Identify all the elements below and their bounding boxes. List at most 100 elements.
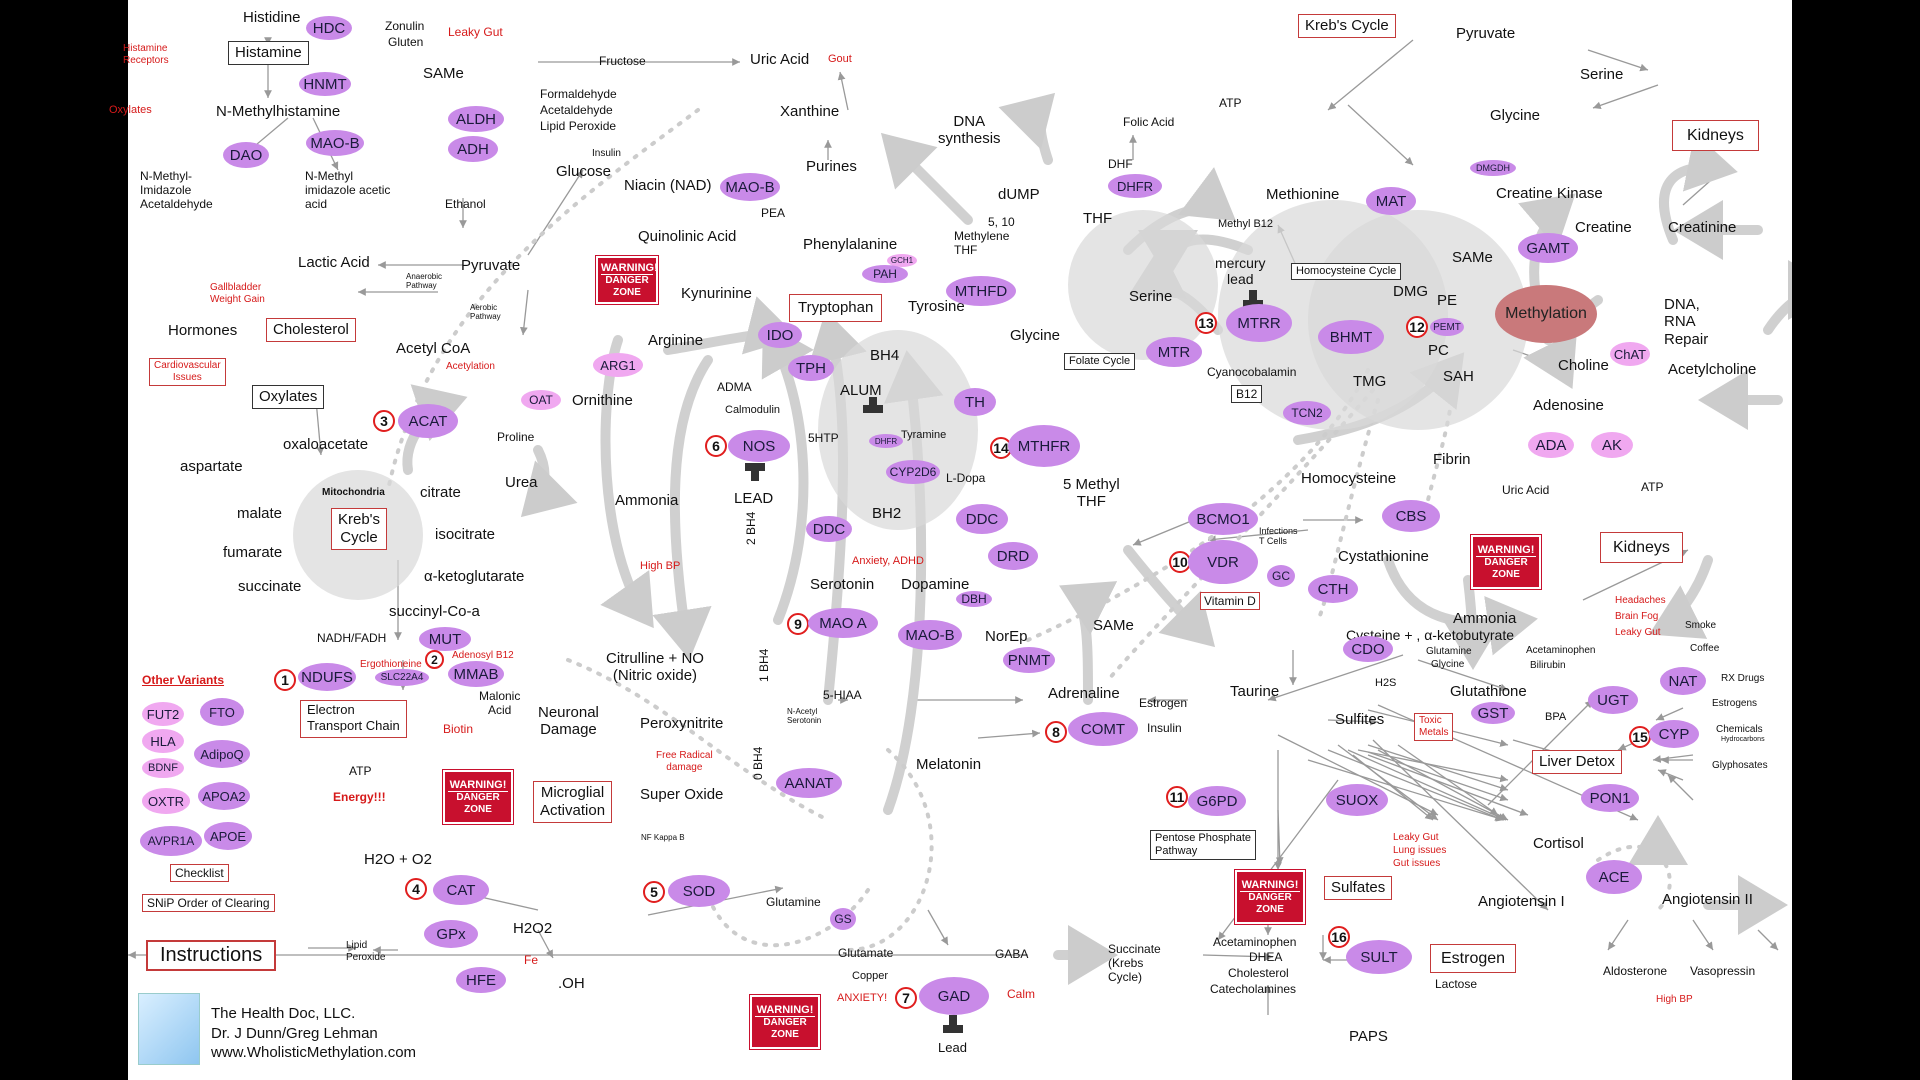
norep-label: NorEp <box>985 628 1028 645</box>
sulfites-label: Sulfites <box>1335 711 1385 728</box>
catecholamines-label: Catecholamines <box>1210 982 1297 996</box>
ethanol-label: Ethanol <box>445 197 486 211</box>
sulfates-box: Sulfates <box>1324 876 1393 900</box>
thf-label: THF <box>1083 210 1113 227</box>
choline-label: Choline <box>1558 357 1609 374</box>
ammonia-right-label: Ammonia <box>1453 610 1517 627</box>
glycine-top-label: Glycine <box>1490 107 1541 124</box>
oxaloacetate-label: oxaloacetate <box>283 436 369 453</box>
smoke-label: Smoke <box>1685 620 1717 631</box>
step-8-marker: 8 <box>1045 721 1067 743</box>
quinolinic-acid-label: Quinolinic Acid <box>638 228 737 245</box>
bh2-label: BH2 <box>872 505 902 522</box>
company-label: The Health Doc, LLC. <box>211 1005 356 1022</box>
anxiety-label: ANXIETY! <box>837 992 888 1004</box>
suox-enzyme: SUOX <box>1326 784 1388 816</box>
nat-enzyme: NAT <box>1660 667 1706 695</box>
energy-label: Energy!!! <box>333 790 386 804</box>
mao-b-mid-enzyme: MAO-B <box>720 173 780 201</box>
website-link[interactable]: www.WholisticMethylation.com <box>211 1044 417 1061</box>
dhf-label: DHF <box>1108 157 1133 171</box>
glutathione-label: Glutathione <box>1450 683 1527 700</box>
step-15-marker: 15 <box>1629 726 1651 748</box>
citrate-label: citrate <box>420 484 461 501</box>
snip-order-link[interactable]: SNiP Order of Clearing <box>142 894 275 913</box>
pyruvate-top-label: Pyruvate <box>1456 25 1516 42</box>
uric-acid-top-label: Uric Acid <box>750 51 810 68</box>
ido-enzyme: IDO <box>758 322 802 348</box>
homocysteine-label: Homocysteine <box>1301 470 1397 487</box>
super-oxide-label: Super Oxide <box>640 786 724 803</box>
mthfr-enzyme: MTHFR <box>1008 425 1080 467</box>
acetaldehyde-label: Acetaldehyde <box>540 103 613 117</box>
same-mid-label: SAMe <box>1093 617 1134 634</box>
checklist-link[interactable]: Checklist <box>170 864 229 883</box>
glyphosates-label: Glyphosates <box>1712 760 1768 771</box>
kidneys-mid-box: Kidneys <box>1600 532 1683 564</box>
acetyl-coa-label: Acetyl CoA <box>396 340 471 357</box>
glycine-mid-label: Glycine <box>1010 327 1061 344</box>
creatine-kinase-label: Creatine Kinase <box>1496 185 1603 202</box>
nf-kappa-b-label: NF Kappa B <box>641 833 685 842</box>
pemt-enzyme: PEMT <box>1430 318 1464 336</box>
gamt-enzyme: GAMT <box>1518 233 1578 263</box>
mercury-blocker-stem <box>1249 290 1257 300</box>
instructions-button[interactable]: Instructions <box>146 940 277 971</box>
gad-lead-blocker <box>943 1025 963 1033</box>
alum-label: ALUM <box>840 382 882 399</box>
step-6-marker: 6 <box>705 435 727 457</box>
gut-issues-label: Gut issues <box>1393 858 1441 869</box>
2-bh4-label: 2 BH4 <box>744 511 758 545</box>
step-7-marker: 7 <box>895 987 917 1009</box>
health-doc-logo <box>138 993 200 1065</box>
drd-enzyme: DRD <box>988 542 1038 570</box>
methylation-node: Methylation <box>1495 285 1597 343</box>
citrulline-label: Citrulline + NO(Nitric oxide) <box>606 650 704 685</box>
gc-enzyme: GC <box>1267 565 1295 587</box>
creatine-label: Creatine <box>1575 219 1632 236</box>
acetaminophen-right-label: Acetaminophen <box>1526 645 1596 656</box>
folate-cycle-bg <box>1068 210 1218 360</box>
mtr-enzyme: MTR <box>1146 337 1202 367</box>
aldosterone-label: Aldosterone <box>1603 964 1668 978</box>
folic-acid-label: Folic Acid <box>1123 115 1175 129</box>
serotonin-label: Serotonin <box>810 576 875 593</box>
mmab-enzyme: MMAB <box>448 661 504 687</box>
adenosyl-b12-label: Adenosyl B12 <box>452 650 514 661</box>
vdr-enzyme: VDR <box>1188 540 1258 584</box>
cysteine-label: Cysteine + , α-ketobutyrate <box>1346 627 1515 643</box>
mtrr-enzyme: MTRR <box>1226 304 1292 342</box>
h2o-o2-label: H2O + O2 <box>364 851 432 868</box>
calmodulin-label: Calmodulin <box>725 404 781 416</box>
copper-label: Copper <box>852 970 889 982</box>
mat-enzyme: MAT <box>1366 187 1416 215</box>
step-14-marker: 14 <box>990 437 1012 459</box>
hormones-label: Hormones <box>168 322 238 339</box>
biotin-label: Biotin <box>443 722 474 736</box>
alum-blocker <box>863 405 883 413</box>
pe-label: PE <box>1437 292 1458 309</box>
apoe-variant: APOE <box>204 822 252 850</box>
hdc-enzyme: HDC <box>306 16 352 40</box>
avpr1a-variant: AVPR1A <box>140 826 202 856</box>
gs-enzyme: GS <box>830 908 856 930</box>
fto-variant: FTO <box>200 698 244 726</box>
gout-label: Gout <box>828 53 852 65</box>
pnmt-enzyme: PNMT <box>1003 647 1055 673</box>
alum-blocker-stem <box>869 397 877 407</box>
ornithine-label: Ornithine <box>572 392 633 409</box>
kynurinine-label: Kynurinine <box>681 285 752 302</box>
cbs-enzyme: CBS <box>1382 500 1440 532</box>
folate-cycle-box: Folate Cycle <box>1064 353 1136 371</box>
coffee-label: Coffee <box>1690 643 1720 654</box>
xanthine-label: Xanthine <box>780 103 840 120</box>
